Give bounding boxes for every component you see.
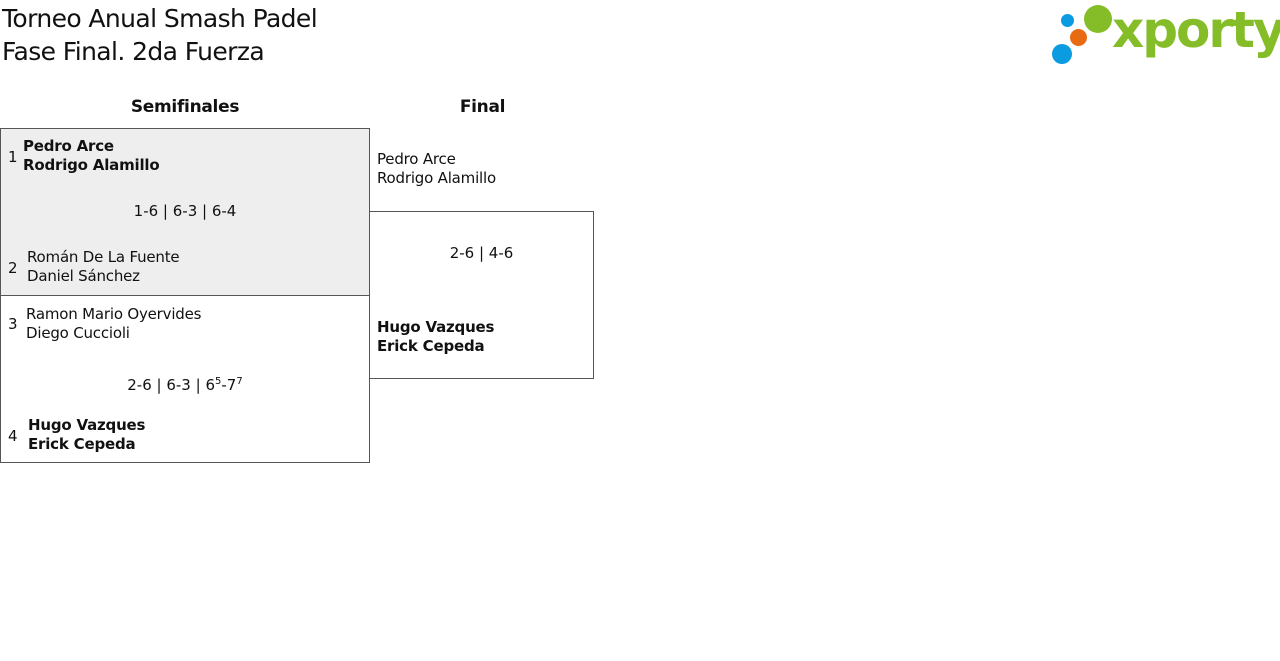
tournament-name: Torneo Anual Smash Padel bbox=[2, 4, 318, 33]
semifinal-match-2: 3 Ramon Mario Oyervides Diego Cuccioli 2… bbox=[0, 295, 370, 463]
round-label-final: Final bbox=[459, 97, 506, 117]
seed-number: 1 bbox=[8, 148, 18, 166]
player-name: Diego Cuccioli bbox=[26, 324, 130, 342]
team-3: Ramon Mario Oyervides Diego Cuccioli bbox=[26, 305, 201, 343]
team-1: Pedro Arce Rodrigo Alamillo bbox=[23, 137, 160, 175]
logo-dot-green bbox=[1084, 5, 1112, 33]
player-name: Rodrigo Alamillo bbox=[377, 169, 496, 187]
player-name: Pedro Arce bbox=[377, 150, 456, 168]
team-2: Román De La Fuente Daniel Sánchez bbox=[27, 248, 180, 286]
logo-dot-orange bbox=[1070, 29, 1087, 46]
final-team-1: Pedro Arce Rodrigo Alamillo bbox=[377, 150, 496, 188]
player-name: Rodrigo Alamillo bbox=[23, 156, 160, 174]
final-bracket-connector bbox=[369, 211, 594, 379]
team-4: Hugo Vazques Erick Cepeda bbox=[28, 416, 145, 454]
semifinal-match-1: 1 Pedro Arce Rodrigo Alamillo 1-6 | 6-3 … bbox=[0, 128, 370, 296]
logo-dot-blue-bottom bbox=[1052, 44, 1072, 64]
page-title: Torneo Anual Smash Padel Fase Final. 2da… bbox=[2, 2, 318, 68]
logo-wordmark: xporty bbox=[1112, 1, 1280, 59]
seed-number: 3 bbox=[8, 315, 18, 333]
player-name: Daniel Sánchez bbox=[27, 267, 140, 285]
seed-number: 2 bbox=[8, 259, 18, 277]
xporty-logo: xporty bbox=[1050, 1, 1280, 68]
player-name: Hugo Vazques bbox=[377, 318, 495, 336]
final-team-2: Hugo Vazques Erick Cepeda bbox=[377, 318, 494, 356]
player-name: Román De La Fuente bbox=[27, 248, 180, 266]
player-name: Erick Cepeda bbox=[377, 337, 485, 355]
match-score: 1-6 | 6-3 | 6-4 bbox=[133, 202, 237, 220]
final-score: 2-6 | 4-6 bbox=[449, 244, 514, 262]
match-score: 2-6 | 6-3 | 65-77 bbox=[127, 376, 243, 394]
player-name: Hugo Vazques bbox=[28, 416, 146, 434]
round-label-semifinals: Semifinales bbox=[130, 97, 240, 117]
player-name: Pedro Arce bbox=[23, 137, 114, 155]
player-name: Erick Cepeda bbox=[28, 435, 136, 453]
player-name: Ramon Mario Oyervides bbox=[26, 305, 202, 323]
seed-number: 4 bbox=[8, 427, 18, 445]
phase-name: Fase Final. 2da Fuerza bbox=[2, 37, 265, 66]
logo-dot-blue-top bbox=[1061, 14, 1074, 27]
